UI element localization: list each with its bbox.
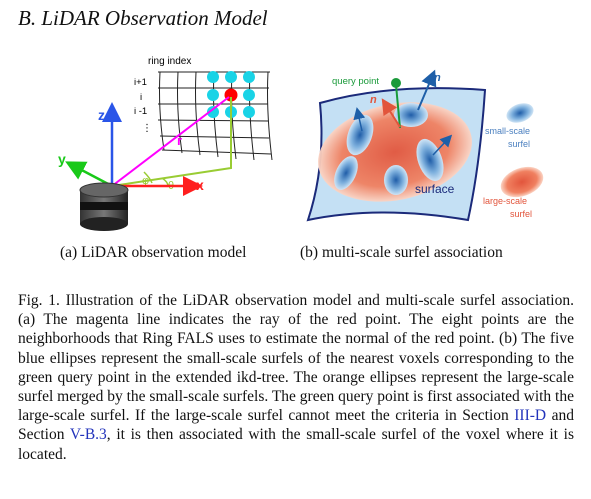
caption-mid: and Section: [18, 407, 574, 444]
section-ref-2[interactable]: V-B.3: [69, 426, 107, 444]
surface-label: surface: [415, 182, 455, 196]
subcaption-b: (b) multi-scale surfel association: [300, 244, 503, 261]
caption-tail: , it is then associated with the small-s…: [18, 426, 574, 463]
lidar-sensor-icon: [79, 182, 129, 231]
axis-y-label: y: [58, 151, 66, 167]
normal-arrow-large: [381, 98, 401, 128]
label-n-mid: n: [370, 94, 377, 106]
legend-large-surfel: [500, 166, 544, 198]
subcaption-a: (a) LiDAR observation model: [60, 244, 247, 261]
query-point-label: query point: [332, 76, 379, 87]
section-ref-1[interactable]: III-D: [514, 407, 547, 425]
caption-lead: Fig. 1. Illustration of the LiDAR observ…: [18, 292, 574, 425]
green-query-point: [391, 78, 401, 88]
label-i: i: [140, 92, 142, 103]
figure-a-lidar-model: ring index i+1 i i -1 ⋮ r φ θ z y x: [58, 56, 273, 231]
ray-line: [111, 96, 230, 187]
axis-z-label: z: [98, 107, 105, 123]
ring-index-label: ring index: [148, 56, 191, 67]
figure-caption: Fig. 1. Illustration of the LiDAR observ…: [18, 291, 574, 464]
normal-arrow-small: [417, 69, 437, 111]
label-n-top: n: [434, 72, 441, 84]
large-scale-label: large-scale: [483, 196, 527, 206]
label-i-plus-1: i+1: [134, 77, 147, 88]
surfel-label-1: surfel: [508, 139, 530, 149]
phi-arc: [143, 171, 153, 184]
green-projection-line: [111, 97, 232, 187]
small-scale-label: small-scale: [485, 126, 530, 136]
surfel-label-2: surfel: [510, 209, 532, 219]
label-dots: ⋮: [142, 123, 152, 134]
legend-small-surfel: [506, 103, 534, 123]
label-r: r: [177, 133, 182, 148]
neighbor-points: [207, 71, 255, 118]
axis-x-label: x: [196, 177, 204, 193]
label-phi: φ: [142, 175, 149, 187]
figure-b-surfel-association: query point n n surface small-scale surf…: [306, 69, 544, 222]
section-heading: B. LiDAR Observation Model: [18, 6, 268, 30]
label-i-minus-1: i -1: [134, 106, 147, 117]
